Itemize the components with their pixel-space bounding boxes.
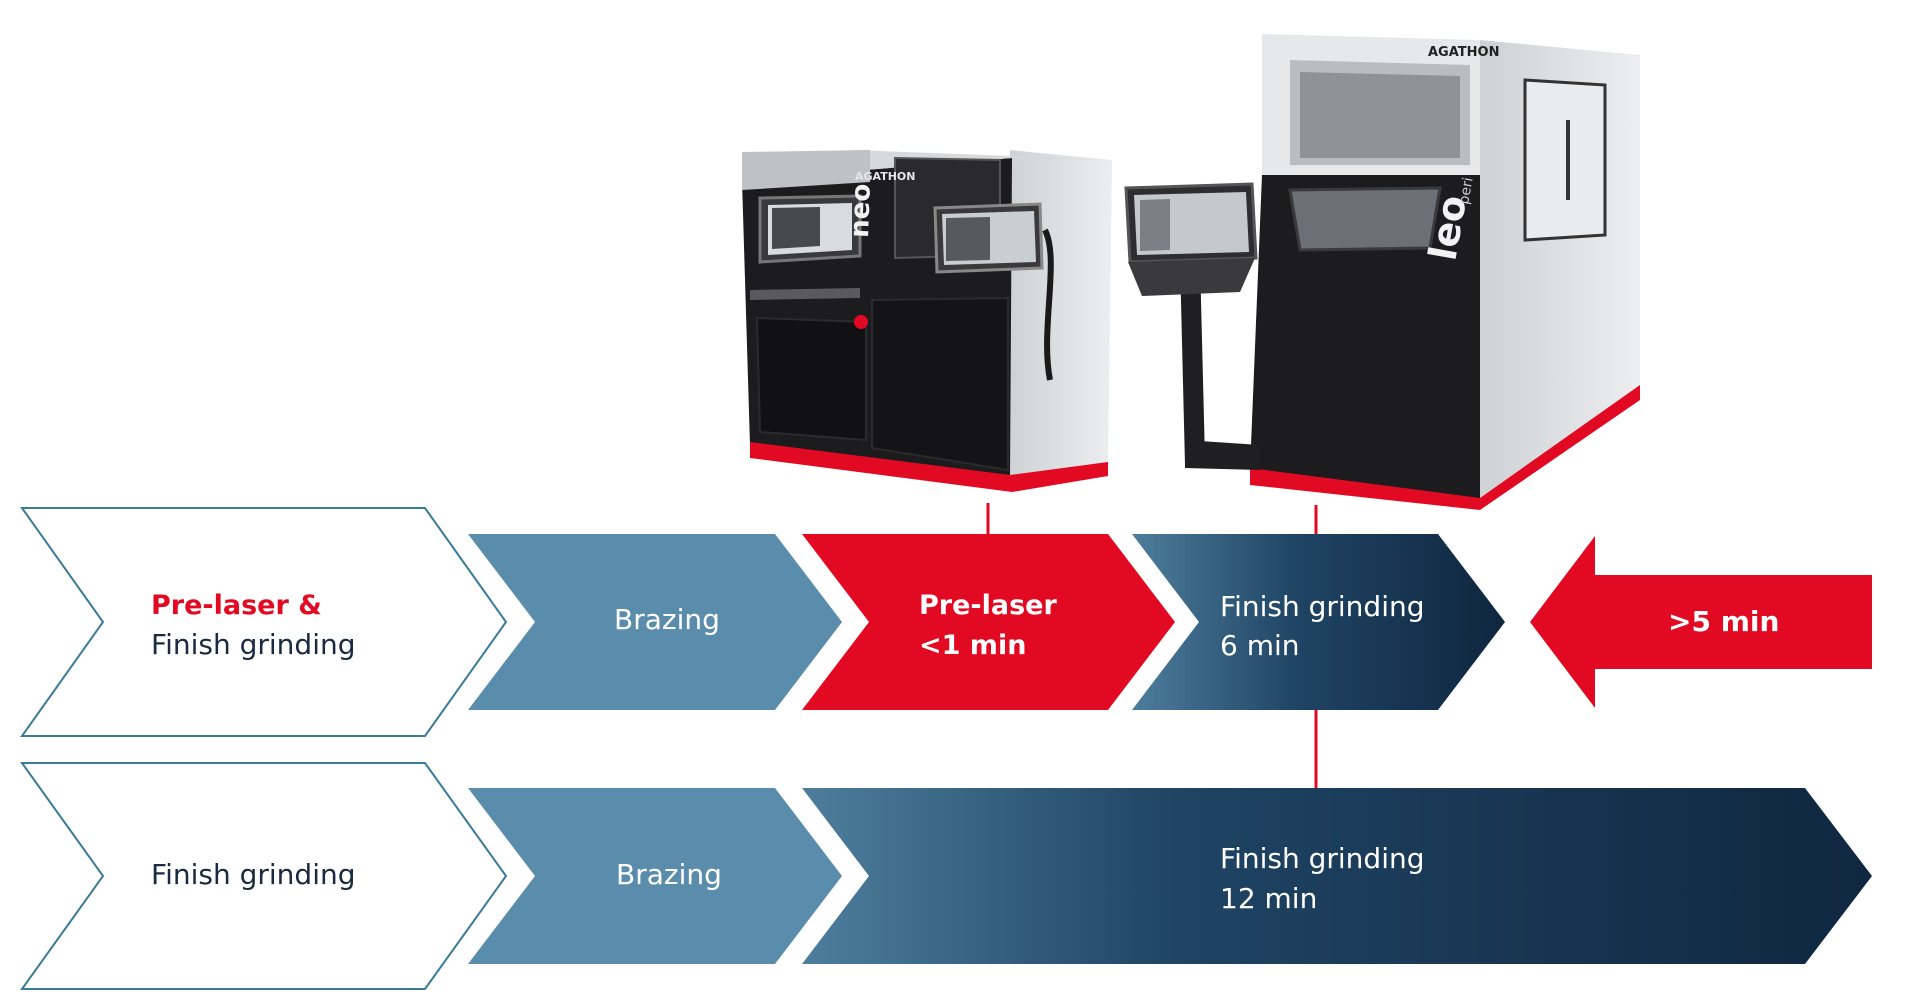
row1-step-combined — [20, 507, 508, 737]
process-row-conventional: Finish grinding Brazing Finish grinding … — [20, 762, 1872, 990]
row1-step-finish-grinding — [1132, 534, 1505, 710]
laser-machine-illustration: AGATHON neo — [742, 150, 1112, 492]
row1-step-brazing — [468, 534, 842, 710]
row2-step-finish-grinding — [20, 762, 508, 990]
row2-finish-line1: Finish grinding — [1220, 842, 1425, 875]
row2-step-brazing — [468, 788, 842, 964]
row2-step-finish-grinding-long — [802, 788, 1872, 964]
machine-right-model-suffix: peri — [1456, 176, 1476, 206]
grinding-machine-illustration: AGATHON leo peri — [1124, 34, 1640, 510]
row1-prelaser-line1: Pre-laser — [919, 590, 1057, 621]
time-saving-label: >5 min — [1668, 605, 1779, 638]
row1-finish-line2: 6 min — [1220, 629, 1300, 662]
time-saving-arrow — [1530, 536, 1872, 708]
row1-step1-line2: Finish grinding — [151, 628, 356, 661]
machine-left-model: neo — [845, 183, 877, 238]
row1-prelaser-line2: <1 min — [919, 630, 1026, 661]
machine-left-brand: AGATHON — [855, 170, 915, 183]
process-row-new: Pre-laser & Finish grinding Brazing Pre-… — [20, 507, 1872, 737]
row2-finish-line2: 12 min — [1220, 882, 1317, 915]
row2-step1-label: Finish grinding — [151, 858, 356, 891]
machine-right-brand: AGATHON — [1428, 45, 1499, 60]
row1-step-prelaser — [802, 534, 1175, 710]
row1-brazing-label: Brazing — [614, 603, 720, 636]
row1-step1-line1: Pre-laser & — [151, 590, 322, 621]
row2-brazing-label: Brazing — [616, 858, 722, 891]
row1-finish-line1: Finish grinding — [1220, 590, 1425, 623]
